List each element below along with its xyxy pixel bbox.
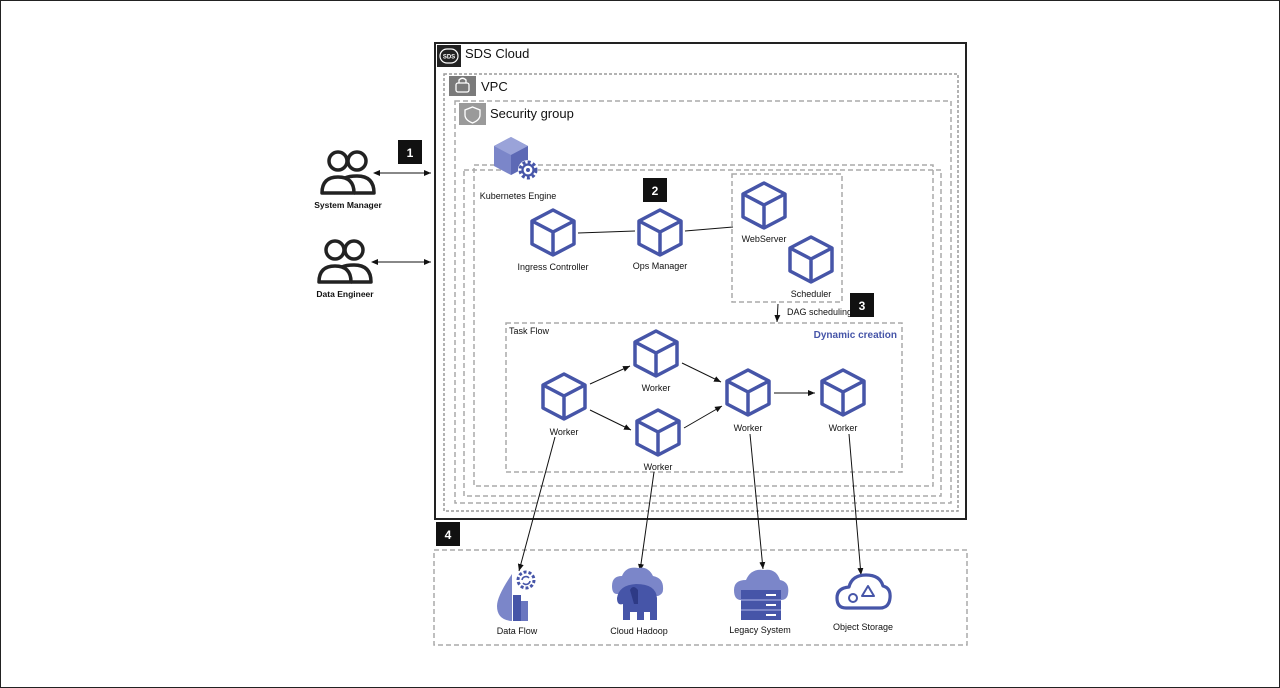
- worker-hadoop-arrow: [638, 471, 655, 572]
- dag-scheduling-arrow: [774, 303, 781, 323]
- lock-icon: [449, 76, 476, 96]
- kubernetes-cluster-inner: [473, 164, 934, 487]
- webserver-node: WebServer: [741, 181, 787, 244]
- worker-dataflow-arrow: [517, 436, 556, 572]
- users-icon: [320, 150, 376, 195]
- worker-node-1: Worker: [541, 372, 587, 437]
- worker-objectstorage-arrow: [848, 433, 864, 576]
- security-group-container: Security group: [454, 100, 952, 504]
- worker-legacy-arrow: [749, 433, 766, 570]
- legacy-system-label: Legacy System: [729, 625, 791, 635]
- task-flow-label: Task Flow: [509, 326, 550, 336]
- cloud-hadoop-node: Cloud Hadoop: [610, 567, 668, 636]
- svg-text:2: 2: [652, 184, 659, 198]
- system-manager-actor: System Manager: [314, 150, 382, 210]
- ops-webserver-link: [684, 226, 734, 232]
- sds-cloud-title: SDS Cloud: [465, 46, 529, 61]
- sds-cloud-icon: SDS: [437, 45, 461, 67]
- data-flow-icon: [497, 570, 536, 621]
- dynamic-creation-label: Dynamic creation: [814, 330, 897, 341]
- gear-cube-icon: [494, 137, 538, 180]
- ops-manager-label: Ops Manager: [633, 261, 688, 271]
- system-manager-label: System Manager: [314, 200, 382, 210]
- svg-text:SDS: SDS: [443, 55, 455, 61]
- security-group-title: Security group: [490, 106, 574, 121]
- badge-3: 3: [850, 293, 874, 317]
- worker2-worker4-arrow: [681, 362, 722, 383]
- worker1-worker2-arrow: [589, 365, 631, 385]
- kubernetes-engine-label: Kubernetes Engine: [480, 191, 557, 201]
- badge-4: 4: [436, 522, 460, 546]
- webserver-label: WebServer: [742, 234, 787, 244]
- sds-cloud-container: SDS SDS Cloud: [434, 42, 967, 520]
- scheduler-label: Scheduler: [791, 289, 832, 299]
- worker-label: Worker: [644, 462, 673, 472]
- object-storage-node: Object Storage: [833, 573, 893, 632]
- dag-scheduling-label: DAG scheduling: [787, 307, 852, 317]
- server-cloud-icon: [734, 569, 789, 620]
- badge-2: 2: [643, 178, 667, 202]
- worker-node-3: Worker: [635, 408, 681, 472]
- worker-node-5: Worker: [820, 368, 866, 433]
- object-storage-label: Object Storage: [833, 622, 893, 632]
- task-flow-container: Task Flow Dynamic creation: [505, 322, 903, 473]
- badge-1: 1: [398, 140, 422, 164]
- kubernetes-cluster-outer: [463, 169, 942, 497]
- legacy-system-node: Legacy System: [729, 569, 791, 635]
- worker-label: Worker: [550, 427, 579, 437]
- data-engineer-actor: Data Engineer: [316, 239, 374, 299]
- cube-icon: [530, 208, 576, 257]
- vpc-title: VPC: [481, 79, 508, 94]
- ingress-controller-node: Ingress Controller: [517, 208, 589, 272]
- worker-label: Worker: [642, 383, 671, 393]
- worker-node-4: Worker: [725, 368, 771, 433]
- cloud-hadoop-label: Cloud Hadoop: [610, 626, 668, 636]
- scheduler-node: Scheduler: [788, 235, 834, 299]
- svg-text:1: 1: [407, 146, 414, 160]
- shield-icon: [459, 103, 486, 125]
- data-flow-node: Data Flow: [497, 570, 538, 636]
- worker-label: Worker: [734, 423, 763, 433]
- data-engineer-label: Data Engineer: [316, 289, 374, 299]
- worker-node-2: Worker: [633, 329, 679, 393]
- object-storage-icon: [835, 573, 892, 610]
- ingress-ops-link: [577, 230, 636, 234]
- ops-manager-node: Ops Manager: [633, 208, 688, 271]
- svg-text:3: 3: [859, 299, 866, 313]
- webserver-scheduler-group: [731, 173, 843, 303]
- worker-label: Worker: [829, 423, 858, 433]
- users-icon: [317, 239, 373, 284]
- data-flow-label: Data Flow: [497, 626, 538, 636]
- svg-text:4: 4: [445, 528, 452, 542]
- cube-icon: [637, 208, 683, 257]
- worker1-worker3-arrow: [589, 409, 632, 431]
- elephant-icon: [612, 567, 664, 620]
- ingress-controller-label: Ingress Controller: [517, 262, 588, 272]
- vpc-container: VPC: [443, 73, 959, 512]
- worker3-worker4-arrow: [683, 405, 723, 429]
- storage-container: [433, 549, 968, 646]
- kubernetes-engine-node: Kubernetes Engine: [480, 137, 557, 201]
